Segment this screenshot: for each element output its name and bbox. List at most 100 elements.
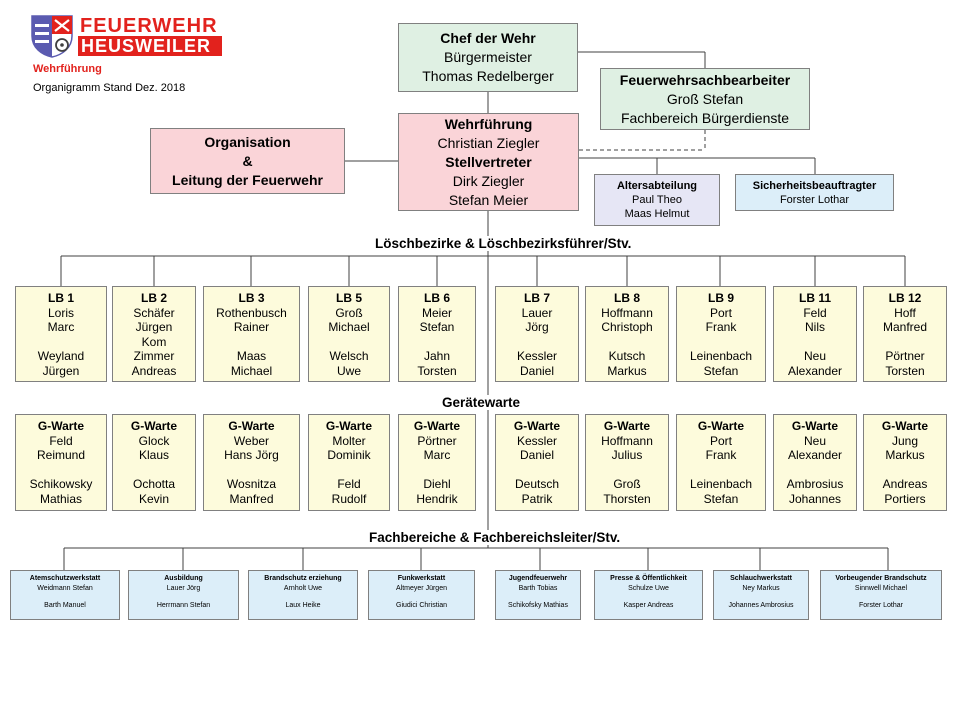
geraetewart-name: Glock [138, 433, 170, 448]
sachbearbeiter-name: Groß Stefan [666, 90, 744, 107]
spacer [369, 593, 474, 601]
geraetewart-name: Jung [891, 433, 919, 448]
spacer [129, 593, 238, 601]
heading-loeschbezirke: Löschbezirke & Löschbezirksführer/Stv. [373, 236, 634, 251]
geraetewart-name: Pörtner [417, 433, 457, 448]
loeschbezirk-name: Hoff [894, 305, 916, 320]
loeschbezirk-name: Schäfer [133, 305, 175, 320]
loeschbezirk-name: Rainer [233, 320, 270, 334]
fachbereich-title: Ausbildung [164, 575, 203, 582]
spacer [249, 593, 357, 601]
geraetewart-title: G-Warte [881, 419, 929, 433]
geraetewart-title: G-Warte [697, 419, 745, 433]
wehrfuehrung-name: Christian Ziegler [437, 134, 540, 151]
loeschbezirk-name [496, 335, 578, 350]
organisation-line3: Leitung der Feuerwehr [172, 171, 323, 188]
stellvertreter-title: Stellvertreter [445, 153, 532, 170]
loeschbezirk-title: LB 2 [140, 291, 167, 305]
fachbereich-leiter: Arnholt Uwe [283, 584, 323, 592]
geraetewart-name: Daniel [519, 448, 555, 462]
loeschbezirk-name: Neu [803, 349, 826, 363]
loeschbezirk-name: Leinenbach [689, 349, 753, 363]
loeschbezirk-name [309, 335, 389, 350]
geraetewart-name: Thorsten [603, 491, 651, 506]
geraetewart-name: Weber [233, 433, 270, 448]
fachbereich-stellvertreter: Johannes Ambrosius [728, 602, 794, 609]
geraetewart-title: G-Warte [228, 419, 275, 433]
fachbereich-stellvertreter: Forster Lothar [859, 602, 903, 609]
sicherheit-name: Forster Lothar [779, 193, 850, 206]
geraetewart-name: Leinenbach [689, 477, 753, 491]
geraetewart-name [496, 463, 578, 478]
loeschbezirk-name: Feld [803, 305, 827, 320]
geraetewart-name: Schikowsky [29, 477, 93, 491]
altersabteilung-name-1: Paul Theo [632, 194, 682, 206]
geraetewart-title: G-Warte [413, 419, 461, 433]
spacer [595, 593, 702, 601]
loeschbezirk-name: Kessler [516, 349, 557, 363]
fachbereich-title: Vorbeugender Brandschutz [835, 575, 927, 582]
loeschbezirk-name: Stefan [703, 363, 739, 378]
geraetewart-name: Klaus [138, 448, 170, 462]
fachbereich-title: Funkwerkstatt [397, 575, 446, 582]
geraetewart-name [677, 463, 765, 478]
loeschbezirk-name: Port [709, 305, 732, 320]
loeschbezirk-name: Nils [805, 320, 825, 334]
geraetewart-name: Neu [803, 433, 826, 448]
organisation-line1: Organisation [204, 133, 291, 150]
feuerwehr-logo: FEUERWEHR HEUSWEILER [30, 14, 225, 58]
fachbereich-leiter: Weidmann Stefan [37, 584, 93, 592]
geraetewart-name [774, 463, 856, 478]
loeschbezirk-name: Stefan [419, 320, 455, 334]
chef-der-wehr-box: Chef der Wehr Bürgermeister Thomas Redel… [398, 23, 578, 92]
wehrfuehrung-box: Wehrführung Christian Ziegler Stellvertr… [398, 113, 579, 211]
brand-name-top: FEUERWEHR [80, 15, 218, 37]
geraetewart-name: Manfred [229, 491, 274, 506]
fachbereich-stellvertreter: Giudici Christian [396, 602, 447, 609]
geraetewart-name [204, 463, 299, 478]
document-date: Organigramm Stand Dez. 2018 [33, 82, 186, 94]
fachbereich-leiter: Sinnwell Michael [854, 584, 908, 592]
loeschbezirk-name: Torsten [885, 363, 925, 378]
geraetewart-name: Port [709, 433, 732, 448]
geraetewart-name: Molter [332, 433, 366, 448]
geraetewart-name: Rudolf [331, 491, 367, 506]
geraetewart-name: Portiers [884, 491, 926, 506]
spacer [496, 593, 580, 601]
sicherheitsbeauftragter-box: Sicherheitsbeauftragter Forster Lothar [735, 174, 894, 211]
geraetewart-title: G-Warte [37, 419, 85, 433]
geraetewart-name [399, 463, 475, 478]
fachbereich-leiter: Lauer Jörg [166, 584, 201, 592]
geraetewart-name [864, 463, 946, 478]
loeschbezirk-name: Christoph [601, 320, 653, 334]
sachbearbeiter-box: Feuerwehrsachbearbeiter Groß Stefan Fach… [600, 68, 810, 130]
stellvertreter-name-1: Dirk Ziegler [452, 172, 525, 189]
geraetewart-name: Feld [49, 433, 73, 448]
loeschbezirk-name: Loris [47, 305, 74, 320]
geraetewart-title: G-Warte [791, 419, 839, 433]
geraetewart-name: Dominik [327, 448, 371, 462]
loeschbezirk-name: Michael [230, 363, 273, 378]
